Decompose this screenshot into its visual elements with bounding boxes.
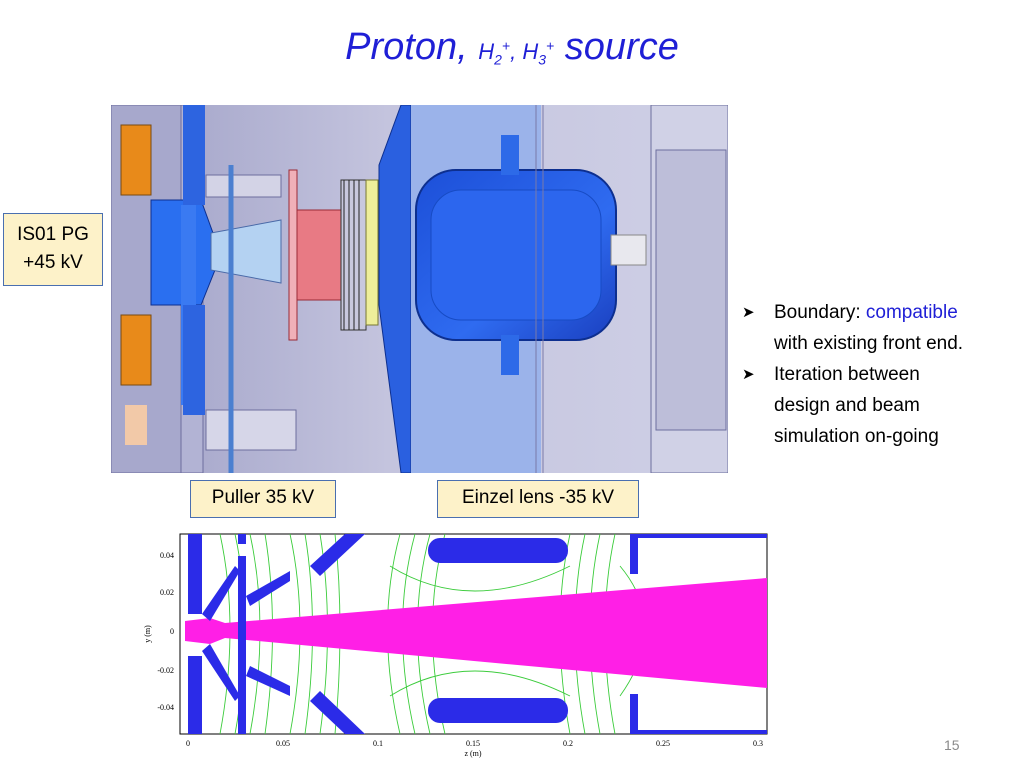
arrow-bullet-icon: ➤ xyxy=(742,304,755,321)
electrodes xyxy=(188,534,767,734)
beam-simulation-plot: 0.04 0.02 0 -0.02 -0.04 y (m) 0 0.05 0.1… xyxy=(143,533,768,758)
x-tick-label: 0.15 xyxy=(466,739,480,748)
h3-sup: + xyxy=(546,37,555,54)
bullet-line: simulation on-going xyxy=(774,426,939,447)
x-tick-label: 0.2 xyxy=(563,739,573,748)
h3-base: H xyxy=(522,39,539,64)
bullet-item: ➤ Iteration between design and beam simu… xyxy=(742,359,1022,452)
bullet-prefix: Boundary: xyxy=(774,302,866,323)
cad-cross-section xyxy=(111,105,728,473)
h2-base: H xyxy=(478,39,495,64)
x-tick-label: 0.1 xyxy=(373,739,383,748)
title-separator: , xyxy=(510,39,517,64)
einzel-text: Einzel lens -35 kV xyxy=(461,487,615,508)
title-tail: source xyxy=(564,26,679,68)
bullet-line: with existing front end. xyxy=(774,333,964,354)
h2-sup: + xyxy=(501,37,511,54)
title-h2: H2+, H3+ xyxy=(478,37,555,68)
puller-label: Puller 35 kV xyxy=(190,480,336,518)
x-tick-label: 0.3 xyxy=(753,739,763,748)
puller-text: Puller 35 kV xyxy=(211,487,315,508)
slide-title: Proton, H2+, H3+ source xyxy=(0,26,1024,69)
einzel-label: Einzel lens -35 kV xyxy=(437,480,639,518)
x-tick-label: 0 xyxy=(186,739,190,748)
y-tick-label: 0.02 xyxy=(160,588,174,597)
is01-line1: IS01 PG xyxy=(17,224,89,245)
is01-label: IS01 PG +45 kV xyxy=(3,213,103,286)
bullet-line: Iteration between xyxy=(774,364,920,385)
y-tick-label: 0.04 xyxy=(160,551,174,560)
page-number: 15 xyxy=(944,737,960,753)
x-axis-label: z (m) xyxy=(464,749,481,758)
bullet-line: design and beam xyxy=(774,395,920,416)
x-tick-label: 0.05 xyxy=(276,739,290,748)
title-main: Proton, xyxy=(345,26,468,68)
arrow-bullet-icon: ➤ xyxy=(742,366,755,383)
bullet-list: ➤ Boundary: compatible with existing fro… xyxy=(742,297,1022,452)
y-tick-label: 0 xyxy=(170,627,174,636)
y-tick-label: -0.04 xyxy=(157,703,174,712)
bullet-item: ➤ Boundary: compatible with existing fro… xyxy=(742,297,1022,359)
is01-line2: +45 kV xyxy=(23,252,83,273)
x-tick-label: 0.25 xyxy=(656,739,670,748)
h2-sub: 2 xyxy=(494,51,502,68)
h3-sub: 3 xyxy=(538,51,547,68)
beam-envelope xyxy=(185,578,767,688)
y-tick-label: -0.02 xyxy=(157,666,174,675)
y-axis-label: y (m) xyxy=(143,625,152,643)
bullet-highlight: compatible xyxy=(865,302,958,323)
